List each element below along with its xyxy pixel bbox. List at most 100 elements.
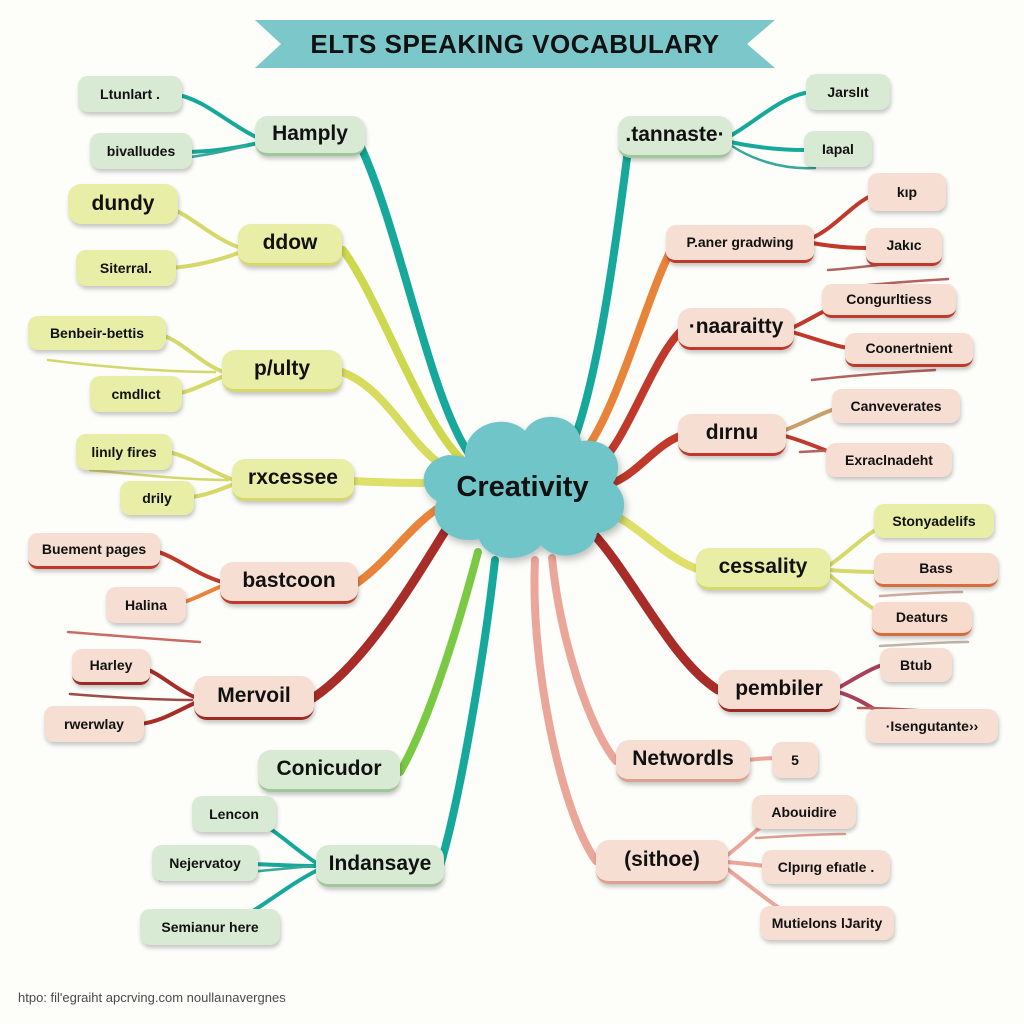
subnode-label: Bass — [919, 560, 953, 577]
subnode-label: Mutielons lJarity — [771, 914, 883, 931]
subnode-label: Ltunlart . — [100, 85, 160, 102]
node-label: .tannaste· — [625, 123, 725, 147]
subnode-naaraitty-2[interactable]: Coonertnient — [845, 333, 973, 367]
subnode-naaraitty-1[interactable]: Congurltiess — [822, 284, 956, 318]
node-bastcoon[interactable]: bastcoon — [220, 562, 358, 604]
subnode-label: Lencon — [209, 805, 259, 822]
subnode-ddow-2[interactable]: Siterral. — [76, 250, 176, 286]
subnode-rxcessee-1[interactable]: linıly fires — [76, 434, 172, 470]
subnode-label: Deaturs — [895, 609, 949, 626]
subnode-pembiler-1[interactable]: Btub — [880, 648, 952, 682]
node-cessality[interactable]: cessality — [696, 548, 830, 590]
subnode-dirnu-1[interactable]: Canveverates — [832, 389, 960, 423]
subnode-bastcoon-1[interactable]: Buement pages — [28, 533, 160, 569]
cloud-icon — [423, 416, 625, 558]
subnode-cessality-3[interactable]: Deaturs — [872, 602, 972, 636]
subnode-label: Halina — [124, 596, 167, 613]
subnode-indansaye-2[interactable]: Nejervatoy — [152, 845, 258, 881]
subnode-plulty-2[interactable]: cmdlıct — [90, 376, 182, 412]
page-title: ELTS SPEAKING VOCABULARY — [310, 28, 720, 59]
subnode-label: Congurltiess — [846, 291, 932, 308]
subnode-hamply-1[interactable]: Ltunlart . — [78, 76, 182, 112]
subnode-label: Jakıc — [886, 237, 922, 254]
subnode-label: kıp — [896, 183, 918, 200]
subnode-label: dundy — [91, 191, 155, 215]
central-topic-cloud[interactable]: Creativity — [405, 405, 640, 570]
node-mervoil[interactable]: Mervoil — [194, 676, 314, 720]
subnode-rxcessee-2[interactable]: drily — [120, 481, 194, 515]
subnode-tannaste-2[interactable]: Iapal — [804, 131, 872, 167]
node-dirnu[interactable]: dırnu — [678, 414, 786, 456]
node-plulty[interactable]: p/ulty — [222, 350, 342, 392]
subnode-label: Exraclnadeht — [845, 451, 933, 468]
subnode-label: Harley — [89, 657, 133, 674]
subnode-plulty-1[interactable]: Benbeir-bettis — [28, 316, 166, 350]
node-sithoe[interactable]: (sithoe) — [596, 840, 728, 884]
node-label: pembiler — [735, 677, 823, 701]
node-pembiler[interactable]: pembiler — [718, 670, 840, 712]
subnode-label: Benbeir-bettis — [49, 324, 145, 341]
node-label: Networdls — [632, 747, 734, 771]
node-label: dırnu — [705, 421, 759, 445]
subnode-label: Siterral. — [99, 259, 153, 276]
subnode-indansaye-3[interactable]: Semianur here — [140, 909, 280, 945]
subnode-paner-2[interactable]: Jakıc — [866, 228, 942, 266]
node-label: ·naaraitty — [688, 315, 784, 339]
subnode-label: ·Isengutante›› — [885, 717, 979, 734]
subnode-label: Buement pages — [41, 541, 147, 558]
subnode-label: Abouidire — [771, 803, 837, 820]
subnode-label: linıly fires — [91, 443, 157, 460]
subnode-label: Btub — [900, 656, 932, 673]
node-label: bastcoon — [242, 569, 336, 593]
subnode-label: drily — [142, 489, 172, 506]
node-indansaye[interactable]: Indansaye — [316, 845, 444, 887]
node-label: Conicudor — [276, 757, 382, 781]
subnode-sithoe-3[interactable]: Mutielons lJarity — [760, 906, 894, 940]
node-tannaste[interactable]: .tannaste· — [618, 116, 732, 158]
node-label: Mervoil — [217, 684, 291, 708]
subnode-sithoe-1[interactable]: Abouidire — [752, 795, 856, 829]
subnode-paner-1[interactable]: kıp — [868, 173, 946, 211]
subnode-sithoe-2[interactable]: Clpırıg efıatle . — [762, 850, 890, 884]
node-label: Indansaye — [328, 852, 432, 876]
node-label: ddow — [262, 231, 318, 255]
subnode-cessality-2[interactable]: Bass — [874, 553, 998, 587]
subnode-mervoil-1[interactable]: Harley — [72, 649, 150, 685]
node-paner-gradwing[interactable]: P.aner gradwing — [666, 225, 814, 263]
subnode-networdls-1[interactable]: 5 — [772, 742, 818, 778]
subnode-label: bivalludes — [106, 142, 176, 159]
subnode-label: Stonyadelifs — [892, 512, 976, 529]
subnode-mervoil-2[interactable]: rwerwlay — [44, 706, 144, 742]
subnode-dirnu-2[interactable]: Exraclnadeht — [826, 443, 952, 477]
node-naaraitty[interactable]: ·naaraitty — [678, 308, 794, 350]
subnode-label: Coonertnient — [865, 340, 953, 357]
subnode-label: Canveverates — [850, 397, 942, 414]
subnode-label: Iapal — [822, 140, 854, 157]
node-label: P.aner gradwing — [686, 234, 794, 251]
subnode-label: Clpırıg efıatle . — [777, 858, 875, 875]
node-label: Hamply — [272, 122, 348, 146]
node-rxcessee[interactable]: rxcessee — [232, 459, 354, 501]
subnode-label: Jarslıt — [827, 83, 869, 100]
footer-source-text: htpo: fil'egraiht apcrving.com noullaına… — [18, 990, 286, 1005]
subnode-ddow-1[interactable]: dundy — [68, 184, 178, 224]
subnode-label: 5 — [791, 751, 799, 768]
node-label: cessality — [718, 555, 808, 579]
node-hamply[interactable]: Hamply — [255, 116, 365, 156]
subnode-label: Nejervatoy — [169, 854, 241, 871]
subnode-tannaste-1[interactable]: Jarslıt — [806, 74, 890, 110]
subnode-cessality-1[interactable]: Stonyadelifs — [874, 504, 994, 538]
node-label: rxcessee — [248, 466, 338, 490]
subnode-label: cmdlıct — [111, 385, 161, 402]
node-ddow[interactable]: ddow — [238, 224, 342, 266]
subnode-label: Semianur here — [161, 918, 259, 935]
subnode-hamply-2[interactable]: bivalludes — [90, 133, 192, 169]
subnode-bastcoon-2[interactable]: Halina — [106, 587, 186, 623]
node-label: (sithoe) — [624, 848, 700, 872]
subnode-label: rwerwlay — [64, 715, 124, 732]
node-conicudor[interactable]: Conicudor — [258, 750, 400, 792]
node-networdls[interactable]: Networdls — [616, 740, 750, 782]
subnode-indansaye-1[interactable]: Lencon — [192, 796, 276, 832]
subnode-pembiler-2[interactable]: ·Isengutante›› — [866, 709, 998, 743]
